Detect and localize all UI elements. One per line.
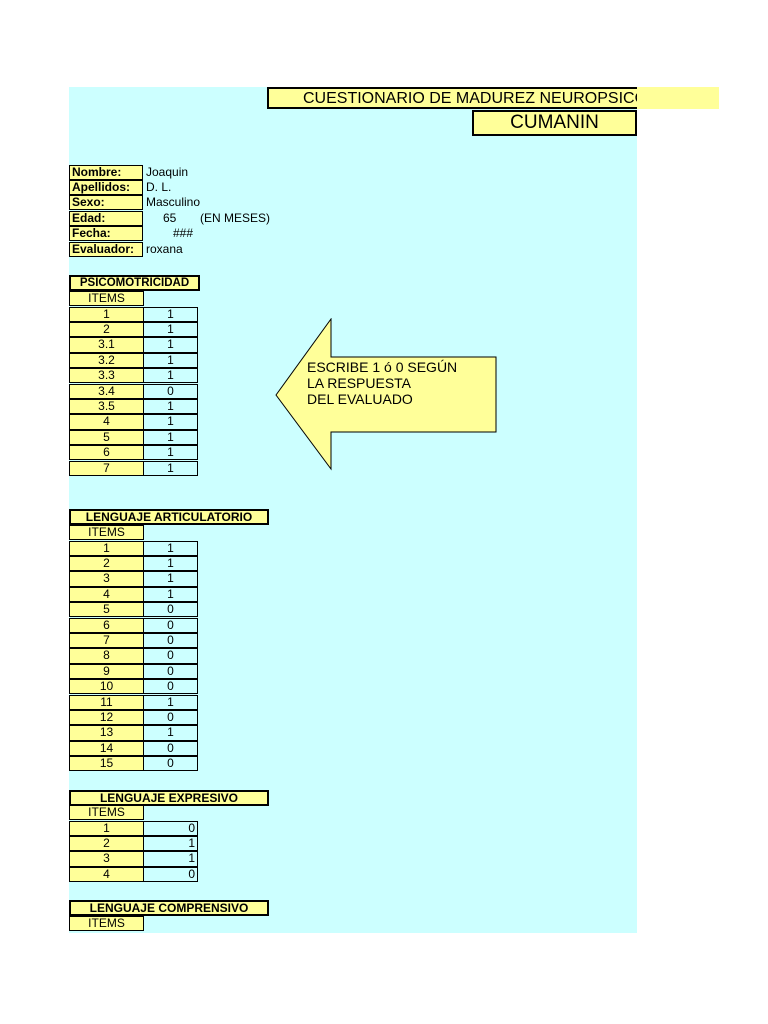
item-number-cell: 7: [69, 632, 144, 649]
fecha-value[interactable]: ###: [173, 226, 194, 240]
item-number-cell: 12: [69, 709, 144, 726]
item-number-cell: 7: [69, 460, 144, 476]
item-number-cell: 1: [69, 820, 144, 836]
item-number-cell: 3: [69, 571, 144, 587]
score-cell[interactable]: 1: [143, 352, 198, 369]
psicomotricidad-title: PSICOMOTRICIDAD: [69, 275, 200, 291]
score-cell[interactable]: 0: [143, 740, 198, 757]
apellidos-value[interactable]: D. L.: [146, 180, 172, 194]
score-cell[interactable]: 1: [143, 337, 198, 353]
edad-unit: (EN MESES): [200, 211, 271, 225]
score-cell[interactable]: 1: [143, 851, 198, 867]
item-number-cell: 13: [69, 725, 144, 741]
score-cell[interactable]: 0: [143, 756, 198, 772]
expresivo-title: LENGUAJE EXPRESIVO: [69, 790, 269, 806]
title-cell[interactable]: CUESTIONARIO DE MADUREZ NEUROPSICOLÓGICA…: [267, 87, 719, 109]
item-number-cell: 9: [69, 663, 144, 680]
expresivo-items-header: ITEMS: [69, 805, 144, 820]
item-number-cell: 3.4: [69, 383, 144, 399]
score-cell[interactable]: 1: [143, 586, 198, 603]
score-cell[interactable]: 0: [143, 709, 198, 726]
score-cell[interactable]: 0: [143, 663, 198, 680]
score-cell[interactable]: 1: [143, 835, 198, 852]
score-cell[interactable]: 1: [143, 306, 198, 322]
fecha-label: Fecha:: [69, 226, 143, 241]
page-title: CUESTIONARIO DE MADUREZ NEUROPSICOLÓGICA…: [303, 90, 719, 107]
evaluador-value[interactable]: roxana: [146, 242, 183, 256]
item-number-cell: 1: [69, 306, 144, 322]
left-arrow-callout: [275, 318, 497, 471]
score-cell[interactable]: 1: [143, 694, 198, 710]
item-number-cell: 1: [69, 540, 144, 556]
score-cell[interactable]: 0: [143, 679, 198, 695]
item-number-cell: 3: [69, 851, 144, 867]
score-cell[interactable]: 0: [143, 632, 198, 649]
score-cell[interactable]: 0: [143, 617, 198, 633]
instruction-text: ESCRIBE 1 ó 0 SEGÚN LA RESPUESTA DEL EVA…: [307, 359, 458, 407]
score-cell[interactable]: 1: [143, 725, 198, 741]
score-cell[interactable]: 1: [143, 555, 198, 572]
item-number-cell: 8: [69, 648, 144, 664]
nombre-value[interactable]: Joaquin: [146, 165, 189, 179]
item-number-cell: 2: [69, 555, 144, 572]
sexo-value[interactable]: Masculino: [146, 195, 201, 209]
articulatorio-title: LENGUAJE ARTICULATORIO: [69, 509, 269, 525]
item-number-cell: 14: [69, 740, 144, 757]
apellidos-label: Apellidos:: [69, 180, 143, 195]
item-number-cell: 6: [69, 445, 144, 461]
item-number-cell: 2: [69, 835, 144, 852]
title-overflow: [637, 87, 719, 109]
item-number-cell: 2: [69, 321, 144, 338]
item-number-cell: 4: [69, 414, 144, 430]
articulatorio-items-header: ITEMS: [69, 525, 144, 540]
score-cell[interactable]: 0: [143, 866, 198, 883]
score-cell[interactable]: 1: [143, 460, 198, 476]
score-cell[interactable]: 1: [143, 445, 198, 461]
item-number-cell: 3.1: [69, 337, 144, 353]
item-number-cell: 15: [69, 756, 144, 772]
comprensivo-title: LENGUAJE COMPRENSIVO: [69, 900, 269, 916]
score-cell[interactable]: 1: [143, 414, 198, 430]
score-cell[interactable]: 1: [143, 540, 198, 556]
score-cell[interactable]: 0: [143, 648, 198, 664]
score-cell[interactable]: 1: [143, 368, 198, 384]
edad-label: Edad:: [69, 211, 143, 226]
score-cell[interactable]: 0: [143, 602, 198, 618]
subtitle-cell[interactable]: CUMANIN: [472, 110, 637, 136]
score-cell[interactable]: 1: [143, 571, 198, 587]
item-number-cell: 3.5: [69, 398, 144, 415]
comprensivo-items-header: ITEMS: [69, 916, 144, 931]
evaluador-label: Evaluador:: [69, 242, 143, 257]
item-number-cell: 3.3: [69, 368, 144, 384]
item-number-cell: 4: [69, 866, 144, 883]
score-cell[interactable]: 1: [143, 398, 198, 415]
item-number-cell: 4: [69, 586, 144, 603]
item-number-cell: 6: [69, 617, 144, 633]
score-cell[interactable]: 0: [143, 820, 198, 836]
score-cell[interactable]: 1: [143, 429, 198, 446]
item-number-cell: 11: [69, 694, 144, 710]
score-cell[interactable]: 1: [143, 321, 198, 338]
item-number-cell: 5: [69, 602, 144, 618]
item-number-cell: 10: [69, 679, 144, 695]
item-number-cell: 5: [69, 429, 144, 446]
nombre-label: Nombre:: [69, 165, 143, 180]
score-cell[interactable]: 0: [143, 383, 198, 399]
item-number-cell: 3.2: [69, 352, 144, 369]
edad-value[interactable]: 65: [163, 211, 177, 225]
psicomotricidad-items-header: ITEMS: [69, 291, 144, 306]
sexo-label: Sexo:: [69, 195, 143, 210]
